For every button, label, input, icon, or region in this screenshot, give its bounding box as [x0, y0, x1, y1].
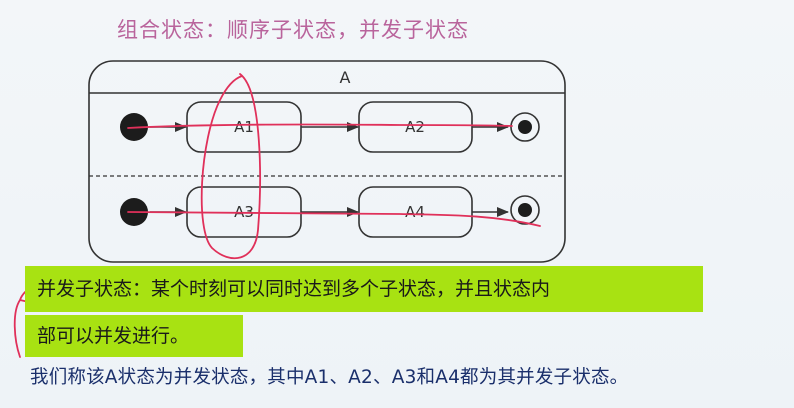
state-a2-label: A2: [405, 118, 425, 136]
concurrent-substate-term: 并发子状态：: [37, 278, 152, 300]
concurrent-substate-definition-text: 某个时刻可以同时达到多个子状态，并且状态内: [151, 278, 551, 300]
composite-state-box: [88, 60, 566, 263]
composite-state-label: A: [340, 68, 351, 87]
annotation-line-bottom: [127, 211, 541, 227]
concurrent-substate-definition-line1: 并发子状态：某个时刻可以同时达到多个子状态，并且状态内: [25, 266, 703, 312]
concurrent-substate-definition-line2: 部可以并发进行。: [25, 315, 243, 357]
state-a1-label: A1: [234, 118, 254, 136]
concurrent-substate-definition-text-2: 部可以并发进行。: [37, 325, 190, 347]
final-state-node-bottom: [510, 195, 540, 225]
annotation-loop-a1-a3: [200, 73, 261, 260]
state-a4-label: A4: [405, 203, 425, 221]
final-state-node-top: [510, 112, 540, 142]
slide-title: 组合状态：顺序子状态，并发子状态: [117, 18, 469, 42]
summary-text: 我们称该A状态为并发状态，其中A1、A2、A3和A4都为其并发子状态。: [30, 367, 629, 388]
annotation-line-top: [127, 123, 513, 129]
